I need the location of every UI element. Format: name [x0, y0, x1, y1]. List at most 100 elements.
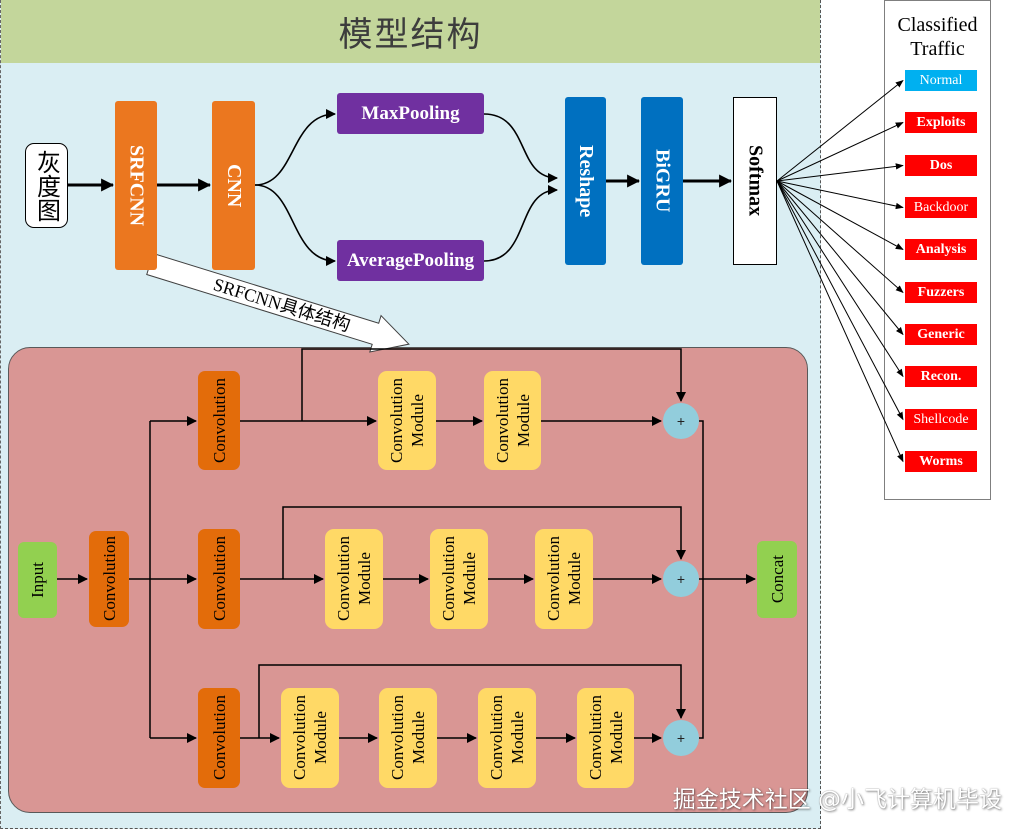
branch-2-convolution-node: Convolution [198, 529, 240, 629]
grayscale-image-label: 灰度图 [32, 149, 61, 222]
branch-2-add-node: + [663, 561, 699, 597]
branch-1-convolution-node: Convolution [198, 371, 240, 470]
grayscale-image-node: 灰度图 [25, 143, 68, 228]
class-backdoor: Backdoor [905, 197, 977, 218]
arrow-softmax-to-class [776, 180, 904, 210]
srfcnn-detail-callout-label: SRFCNN具体结构 [211, 274, 353, 335]
module-label-line-2: Module [606, 711, 626, 765]
module-label-line-2: Module [409, 711, 428, 765]
skip-connection-branch-2 [282, 506, 686, 579]
averagepooling-label: AveragePooling [346, 249, 475, 271]
branch-3-add-node: + [663, 720, 699, 756]
class-generic: Generic [905, 324, 977, 345]
module-label-line-1: Convolution [334, 536, 353, 622]
input-label: Input [28, 562, 47, 598]
skip-connection-branch-1 [301, 348, 686, 421]
module-label-line-2: Module [355, 552, 374, 606]
arrow-softmax-to-class [776, 180, 904, 294]
branch-3-convolution-label: Convolution [209, 695, 229, 781]
arrow-softmax-to-class [776, 122, 904, 182]
arrow-softmax-to-class [776, 180, 904, 250]
softmax-label: Softmax [744, 145, 767, 217]
module-label-line-1: Convolution [290, 695, 309, 781]
class-recon: Recon. [905, 366, 977, 387]
branch-1-add-node: + [663, 403, 699, 439]
class-dos: Dos [905, 155, 977, 176]
bigru-node: BiGRU [641, 97, 683, 265]
branch-3-convolution-node: Convolution [198, 688, 240, 788]
curve-cnn-to-averagepooling [254, 184, 336, 266]
arrow-softmax-to-class [776, 180, 904, 336]
cnn-label: CNN [223, 163, 245, 208]
module-label-line-1: Convolution [487, 695, 506, 781]
class-exploits: Exploits [905, 112, 977, 133]
curve-cnn-to-maxpooling [254, 109, 336, 186]
callout-arrow-shape [146, 252, 410, 353]
arrow-softmax-to-class [776, 163, 904, 182]
maxpooling-node: MaxPooling [337, 93, 484, 134]
srfcnn-node: SRFCNN [115, 101, 157, 270]
arrow-softmax-to-class [776, 80, 904, 182]
bigru-label: BiGRU [651, 149, 674, 213]
averagepooling-node: AveragePooling [337, 240, 484, 281]
arrow-softmax-to-class [776, 180, 904, 421]
watermark: 掘金技术社区 @小飞计算机毕设 [672, 787, 1002, 813]
classified-traffic-title: Classified Traffic [897, 14, 978, 60]
srfcnn-label: SRFCNN [125, 144, 148, 227]
branch-2-convolution-label: Convolution [209, 536, 229, 622]
class-shellcode: Shellcode [905, 409, 977, 430]
module-label-line-1: Convolution [492, 377, 512, 463]
concat-node: Concat [757, 541, 797, 618]
reshape-node: Reshape [565, 97, 606, 265]
module-label-line-1: Convolution [585, 695, 605, 781]
stem-convolution-node: Convolution [89, 531, 129, 627]
reshape-label: Reshape [575, 144, 597, 218]
arrow-softmax-to-class [776, 180, 904, 378]
input-node: Input [18, 542, 57, 618]
arrow-softmax-to-class [776, 180, 904, 463]
curve-averagepooling-to-reshape [483, 185, 558, 262]
module-label-line-1: Convolution [439, 536, 458, 622]
title-banner: 模型结构 [1, 0, 820, 63]
class-fuzzers: Fuzzers [905, 282, 977, 303]
branch-1-convolution-label: Convolution [209, 377, 229, 463]
module-label-line-2: Module [460, 552, 479, 606]
concat-label: Concat [767, 555, 787, 604]
module-label-line-1: Convolution [388, 695, 407, 781]
module-label-line-1: Convolution [387, 377, 406, 463]
module-label-line-2: Module [565, 552, 584, 606]
module-label-line-2: Module [311, 711, 330, 765]
cnn-node: CNN [212, 101, 255, 270]
page-title: 模型结构 [338, 15, 483, 55]
skip-connection-branch-3 [258, 664, 686, 738]
curve-maxpooling-to-reshape [483, 113, 558, 183]
class-worms: Worms [905, 451, 977, 472]
module-label-line-2: Module [513, 394, 533, 447]
softmax-node: Softmax [733, 97, 777, 265]
module-label-line-2: Module [408, 394, 427, 447]
module-label-line-2: Module [508, 711, 527, 765]
module-label-line-1: Convolution [544, 536, 563, 622]
maxpooling-label: MaxPooling [361, 102, 460, 124]
class-analysis: Analysis [905, 239, 977, 260]
class-normal: Normal [905, 70, 977, 91]
